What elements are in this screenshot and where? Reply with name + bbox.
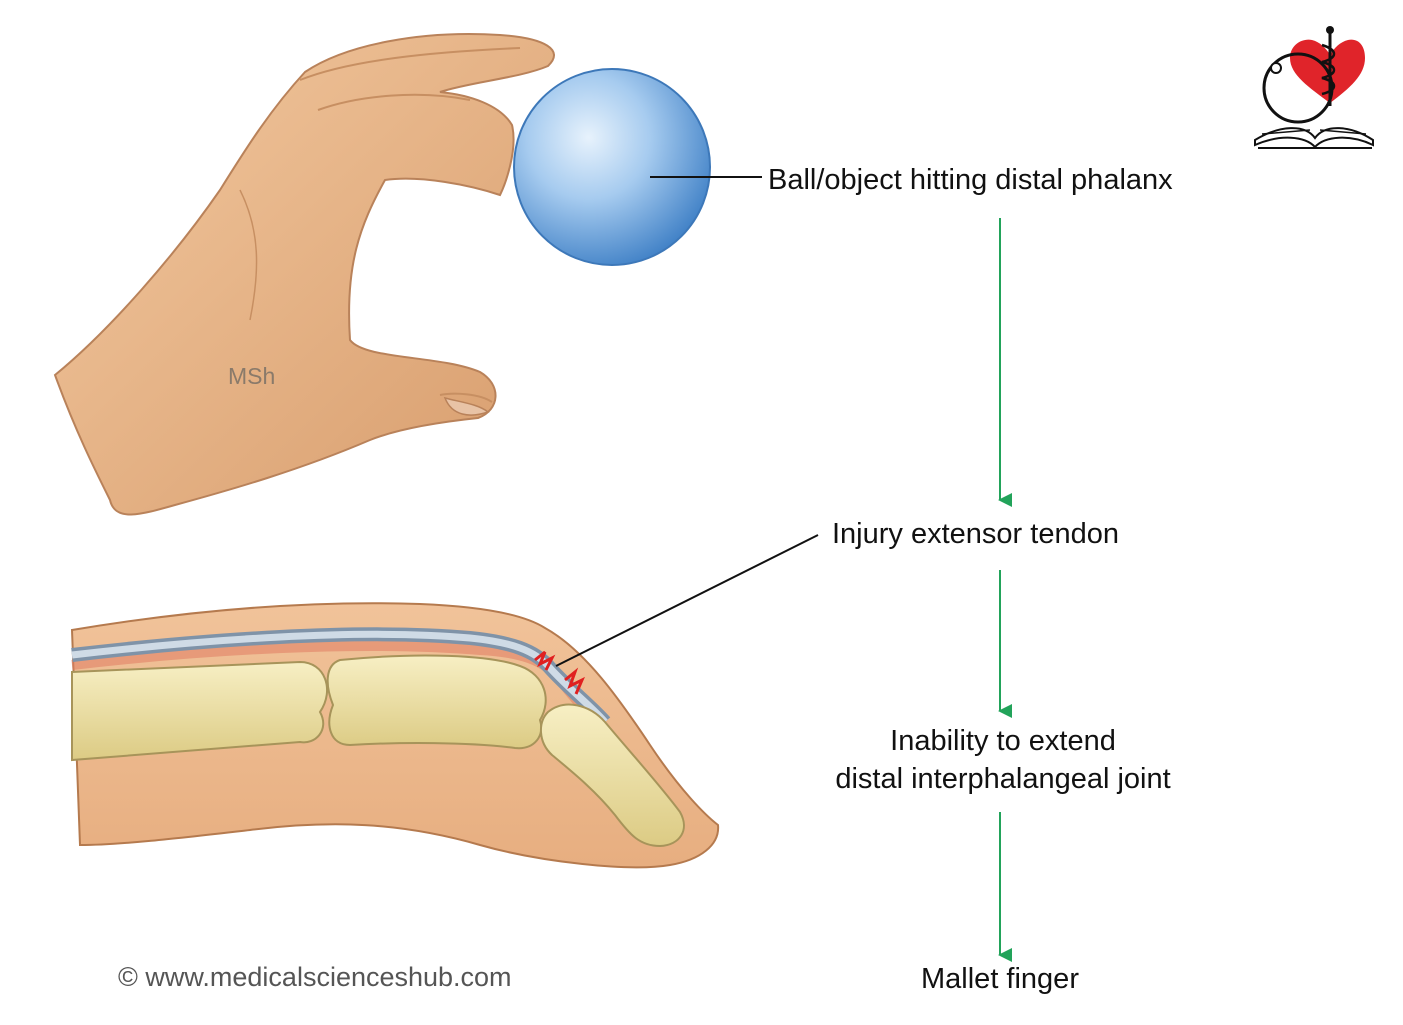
injury-leader-line <box>555 534 819 667</box>
flow-step-mallet-finger: Mallet finger <box>921 963 1079 995</box>
middle-phalanx <box>326 654 547 750</box>
tendon-injury-mark <box>534 650 556 671</box>
finger-cross-section <box>70 602 720 869</box>
hand-illustration: MSh <box>53 33 555 516</box>
flow-step-ball-hitting: Ball/object hitting distal phalanx <box>768 164 1173 196</box>
tendon-injury-mark <box>564 667 585 695</box>
copyright-notice: © www.medicalscienceshub.com <box>118 962 512 992</box>
heart-caduceus-book-logo <box>1254 26 1374 149</box>
ball-illustration <box>513 68 711 266</box>
proximal-phalanx <box>71 660 329 762</box>
flow-step-tendon-injury: Injury extensor tendon <box>832 518 1119 550</box>
flow-step-inability-line2: distal interphalangeal joint <box>835 763 1171 795</box>
flow-step-inability-line1: Inability to extend <box>890 725 1116 757</box>
watermark-label: MSh <box>228 363 275 389</box>
flow-step-inability: Inability to extend distal interphalange… <box>780 722 1226 798</box>
distal-phalanx <box>540 703 685 848</box>
